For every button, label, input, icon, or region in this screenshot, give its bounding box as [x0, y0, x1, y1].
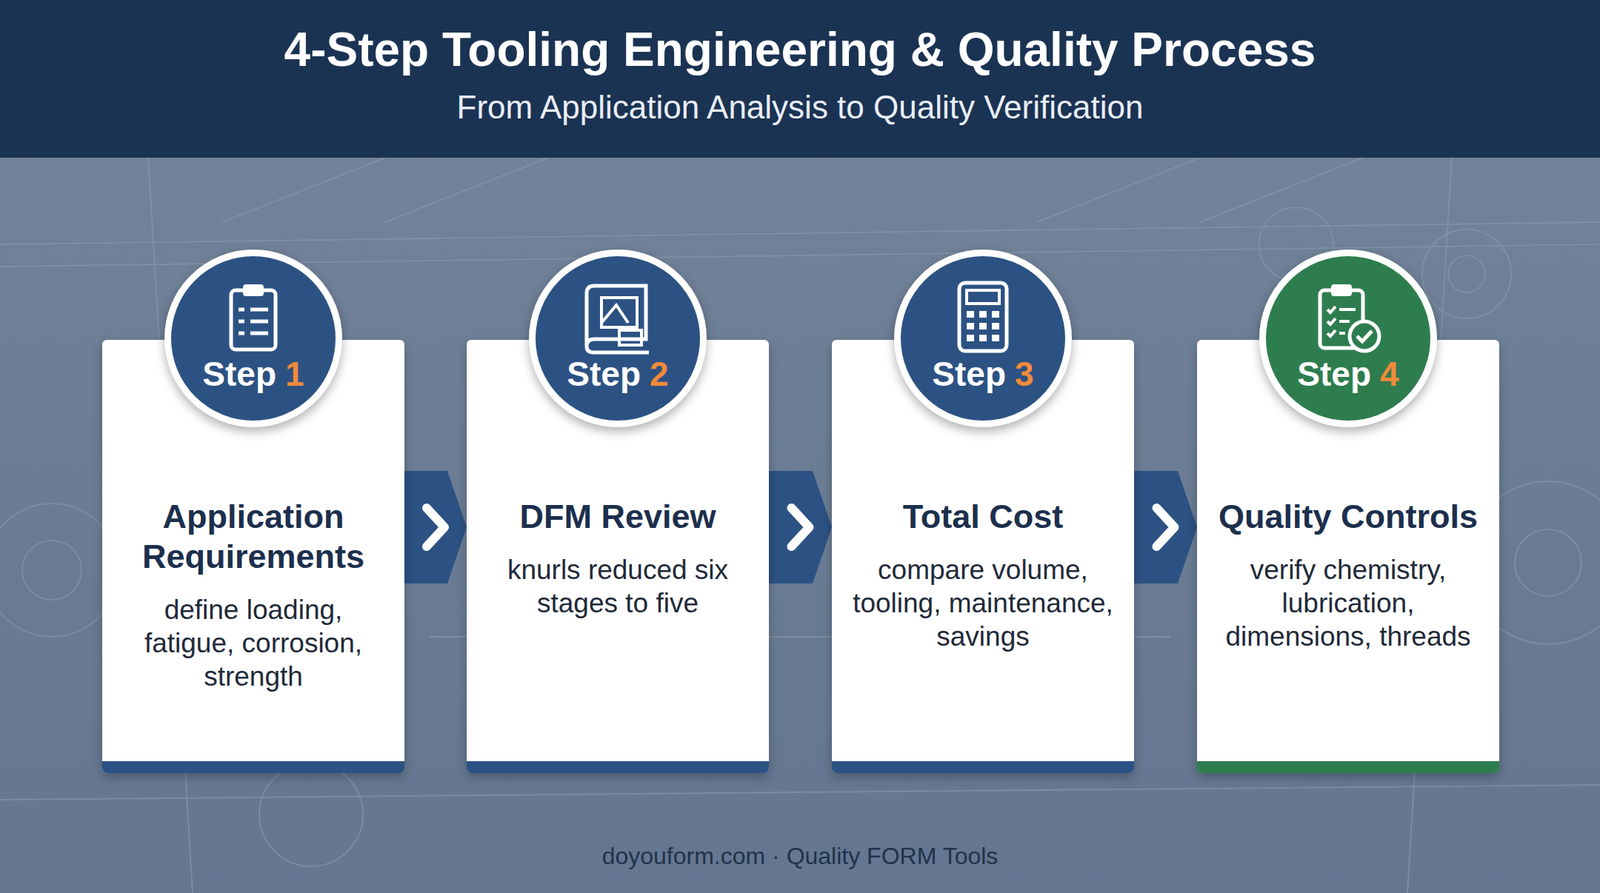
card-heading: Application Requirements — [102, 497, 405, 578]
step-circle: Step2 — [528, 249, 707, 428]
step-word: Step — [202, 354, 277, 394]
step-word: Step — [566, 354, 641, 394]
step-arrow — [1134, 471, 1198, 584]
arrow-band — [404, 471, 467, 584]
step-number: 4 — [1380, 354, 1400, 394]
card-heading: DFM Review — [466, 497, 769, 538]
step-number: 1 — [285, 354, 305, 394]
step-icon — [214, 278, 292, 356]
step-label: Step3 — [900, 354, 1066, 395]
card-heading: Quality Controls — [1197, 497, 1500, 538]
step-number: 2 — [649, 354, 669, 394]
step-word: Step — [1297, 354, 1372, 394]
step-circle: Step1 — [164, 249, 343, 428]
step-circle: Step3 — [894, 249, 1072, 428]
step-arrow — [768, 471, 832, 584]
card-body: compare volume, tooling, maintenance, sa… — [831, 553, 1135, 654]
step-arrow — [404, 471, 467, 584]
step-icon — [1309, 278, 1387, 356]
step-label: Step2 — [535, 354, 700, 395]
step-circle: Step4 — [1259, 249, 1438, 428]
card-accent-bar — [466, 761, 769, 774]
chevron — [1157, 508, 1175, 547]
chevron — [791, 508, 810, 547]
step-word: Step — [931, 354, 1006, 394]
card-body: define loading, fatigue, corrosion, stre… — [102, 593, 405, 694]
card-body: knurls reduced six stages to five — [466, 553, 769, 620]
card-heading: Total Cost — [831, 497, 1135, 538]
card-accent-bar — [102, 761, 405, 774]
arrow-band — [1134, 471, 1198, 584]
subtitle: From Application Analysis to Quality Ver… — [0, 88, 1600, 126]
step-label: Step1 — [171, 354, 336, 395]
card-body: verify chemistry, lubrication, dimension… — [1197, 553, 1500, 654]
card-accent-bar — [831, 761, 1135, 774]
step-icon — [579, 278, 657, 356]
step-label: Step4 — [1265, 354, 1431, 395]
step-number: 3 — [1014, 354, 1035, 394]
chevron — [426, 508, 445, 547]
arrow-band — [768, 471, 832, 584]
step-icon — [944, 278, 1022, 356]
footer-caption: doyouform.com · Quality FORM Tools — [0, 842, 1600, 871]
diagram-title: 4-Step Tooling Engineering & Quality Pro… — [0, 22, 1600, 78]
card-accent-bar — [1197, 761, 1500, 774]
